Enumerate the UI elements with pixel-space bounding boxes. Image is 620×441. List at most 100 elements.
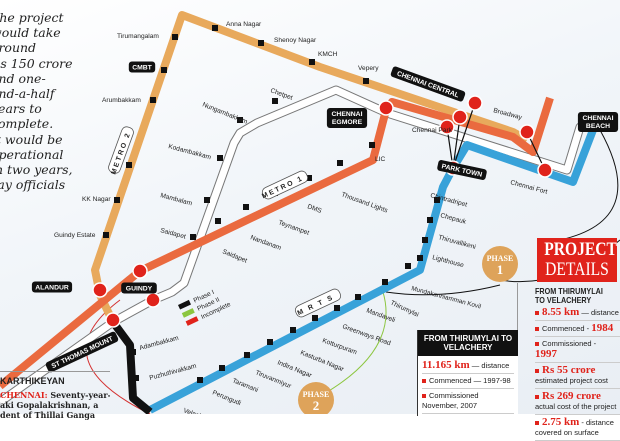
station-stop-icon xyxy=(133,375,139,381)
thirumylai-panel: FROM THIRUMYLAI TO VELACHERY 11.165 km —… xyxy=(417,330,518,416)
station-label: LIC xyxy=(375,156,385,163)
station-label: Saidapet xyxy=(159,227,186,241)
station-label: Vepery xyxy=(358,65,379,72)
bullet-icon xyxy=(422,394,426,399)
phase-2-line xyxy=(321,291,387,396)
story-line: Seventy-year-old xyxy=(50,390,110,400)
station-stop-icon xyxy=(161,67,167,73)
station-label: Adambakkam xyxy=(139,335,180,352)
station-stop-icon xyxy=(405,263,411,269)
panel-title: FROM THIRUMYLAI TO VELACHERY xyxy=(418,330,518,356)
station-stop-icon xyxy=(217,155,223,161)
badge-bg xyxy=(45,331,119,373)
badge-label: CHENNAI xyxy=(332,111,363,118)
station-label: DMS xyxy=(306,203,323,215)
interchange-icon xyxy=(92,282,108,298)
intro-line: operational xyxy=(0,146,64,162)
station-label: Lighthouse xyxy=(431,254,464,269)
actual-cost-label: actual cost of the project xyxy=(535,402,617,411)
mrts-line xyxy=(148,120,601,414)
interchange-icon xyxy=(467,95,483,111)
intro-line: and-a-half xyxy=(0,86,55,102)
station-label: Chennai Park xyxy=(412,127,453,134)
intro-line: around xyxy=(0,40,37,56)
station-stop-icon xyxy=(272,98,278,104)
bullet-icon xyxy=(422,379,426,384)
station-stop-icon xyxy=(417,255,423,261)
bullet-icon xyxy=(535,342,539,347)
distance-label: — distance xyxy=(471,361,510,370)
intro-line: The project xyxy=(0,10,64,25)
station-stop-icon xyxy=(237,117,243,123)
station-stop-icon xyxy=(306,175,312,181)
station-stop-icon xyxy=(369,142,375,148)
station-badge: ALANDUR xyxy=(31,281,73,293)
story-line: aki Gopalakrishnan, a xyxy=(0,400,99,410)
commissioned: Commissioned November, 2007 xyxy=(422,391,479,410)
commissioned-label: Commissioned - xyxy=(542,339,597,348)
station-label: Kodambakkam xyxy=(167,143,212,161)
station-label: Puzhuthivakkam xyxy=(149,363,198,382)
station-label: Taramani xyxy=(231,377,259,394)
distance-value: 8.55 km xyxy=(542,306,580,318)
badge-bg xyxy=(108,126,134,174)
heading-line-1: PROJECT xyxy=(544,239,617,260)
station-label: Shenoy Nagar xyxy=(274,37,317,44)
bullet-icon xyxy=(535,421,539,426)
interchange-icon xyxy=(519,124,535,140)
station-stop-icon xyxy=(114,197,120,203)
station-stop-icon xyxy=(422,237,428,243)
beach-connector xyxy=(559,129,619,241)
commenced: Commenced — 1997-98 xyxy=(429,376,511,385)
project-details: FROM THIRUMYLAI TO VELACHERY 8.55 km — d… xyxy=(535,287,620,441)
station-stop-icon xyxy=(427,217,433,223)
bullet-icon xyxy=(535,395,539,400)
interchange-connector xyxy=(452,116,461,169)
commenced-label: Commenced - xyxy=(542,324,590,333)
interchange-icon xyxy=(439,119,455,135)
distance-label: — distance xyxy=(581,308,619,317)
bullet-icon xyxy=(535,369,539,374)
station-label: Guindy Estate xyxy=(54,232,96,239)
estimated-cost-label: estimated project cost xyxy=(535,376,608,385)
station-label: Kotturpuram xyxy=(321,337,358,356)
bullet-icon xyxy=(535,327,539,332)
station-label: Anna Nagar xyxy=(226,21,262,28)
station-badge: CMBT xyxy=(128,61,156,73)
station-stop-icon xyxy=(290,327,296,333)
interchange-connector xyxy=(452,102,476,169)
station-stop-icon xyxy=(309,59,315,65)
badge-label: GUINDY xyxy=(126,286,153,293)
phase-number: 1 xyxy=(497,262,504,277)
badge-bg xyxy=(577,112,619,132)
incomplete-line xyxy=(109,319,153,414)
station-label: Chennai Fort xyxy=(509,179,548,196)
station-label: Mandaveli xyxy=(365,307,396,324)
station-stop-icon xyxy=(334,305,340,311)
intro-text: The projectwould takearoundRs 150 crorea… xyxy=(0,10,72,192)
interchange-icon xyxy=(132,263,148,279)
badge-bg xyxy=(121,282,157,294)
station-stop-icon xyxy=(243,204,249,210)
story-line: dent of Thillai Ganga xyxy=(0,410,96,420)
intro-line: It would be xyxy=(0,131,63,147)
section-title: FROM THIRUMYLAI TO VELACHERY xyxy=(535,286,603,305)
station-label: Tiruvanmiyur xyxy=(254,369,292,390)
byline-divider xyxy=(0,371,110,372)
phase-word: PHASE xyxy=(303,390,330,399)
badge-bg xyxy=(128,61,156,73)
station-stop-icon xyxy=(219,365,225,371)
badge-bg xyxy=(31,281,73,293)
station-label: Mambalam xyxy=(159,192,193,207)
phase-circle xyxy=(482,246,518,282)
distance-value: 11.165 km xyxy=(422,359,470,371)
station-label: Arumbakkam xyxy=(102,97,141,104)
station-stop-icon xyxy=(267,339,273,345)
station-label: Teynampet xyxy=(277,219,310,237)
legend-swatch xyxy=(181,308,195,318)
thirumylai-connector xyxy=(385,284,501,296)
phase-word: PHASE xyxy=(487,254,514,263)
story-text: CHENNAI: Seventy-year-old aki Gopalakris… xyxy=(0,390,110,420)
